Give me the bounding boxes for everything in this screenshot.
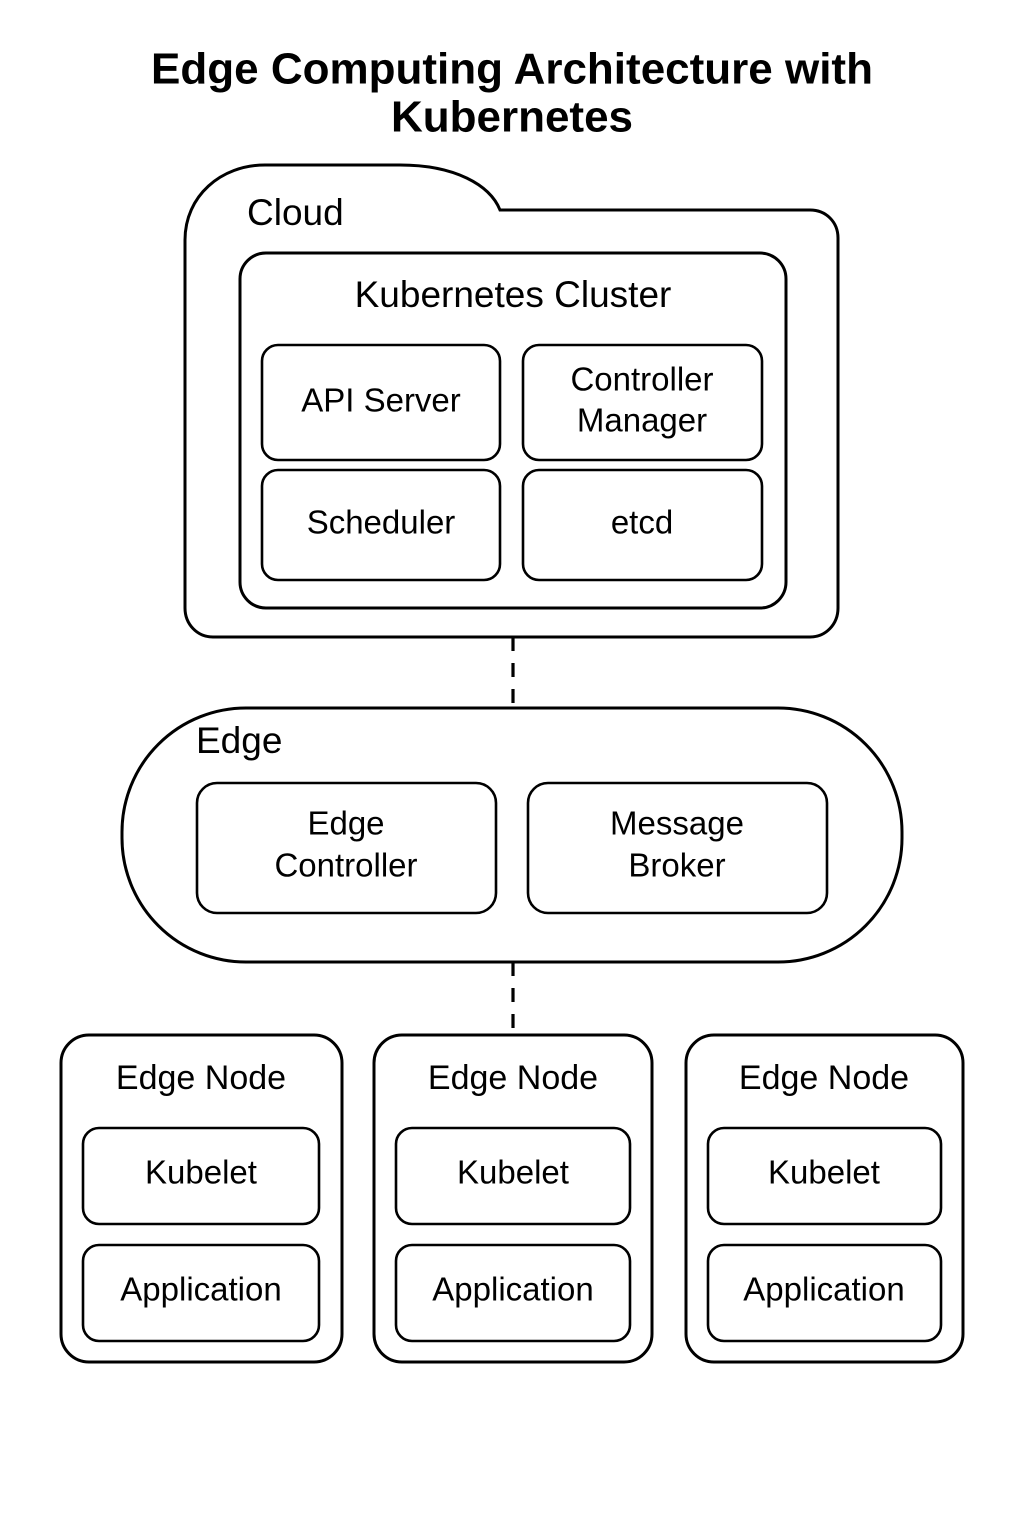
api-server-label: API Server [301,382,461,419]
edge-node-1-kubelet-label: Kubelet [145,1154,257,1191]
edge-controller-label-line1: Edge [307,805,384,842]
etcd-label: etcd [611,504,673,541]
edge-node-3-label: Edge Node [739,1059,909,1097]
controller-manager-box [521,343,764,462]
edge-node-3-component-kubelet[interactable]: Kubelet [706,1126,943,1226]
controller-manager-label-line1: Controller [570,361,713,398]
edge-node-1-application-label: Application [120,1271,281,1308]
edge-node-2-kubelet-box [394,1126,632,1226]
edge-node-3-component-application[interactable]: Application [706,1243,943,1343]
scheduler-box [260,468,502,582]
edge-node-2-label: Edge Node [428,1059,598,1097]
controller-manager-label-line2: Manager [577,402,707,439]
edge-node-2-application-label: Application [432,1271,593,1308]
edge-node-2[interactable]: Edge Node Kubelet Application [372,1033,654,1364]
edge-node-1-label: Edge Node [116,1059,286,1097]
message-broker-box [526,781,829,915]
edge-node-3-kubelet-box [706,1126,943,1226]
edge-label: Edge [196,720,282,761]
edge-node-1-component-kubelet[interactable]: Kubelet [81,1126,321,1226]
cloud-group[interactable]: Cloud Kubernetes Cluster API Server Cont… [183,163,840,639]
kubernetes-cluster-label: Kubernetes Cluster [355,274,672,315]
edge-node-2-component-application[interactable]: Application [394,1243,632,1343]
edge-node-1-kubelet-box [81,1126,321,1226]
edge-node-1-application-box [81,1243,321,1343]
edge-node-1[interactable]: Edge Node Kubelet Application [59,1033,344,1364]
component-controller-manager[interactable]: Controller Manager [521,343,764,462]
component-api-server[interactable]: API Server [260,343,502,462]
message-broker-label-line2: Broker [628,847,725,884]
kubernetes-cluster-group[interactable]: Kubernetes Cluster API Server Controller… [238,251,788,610]
edge-node-2-application-box [394,1243,632,1343]
edge-node-2-component-kubelet[interactable]: Kubelet [394,1126,632,1226]
component-edge-controller[interactable]: Edge Controller [195,781,498,915]
cloud-label: Cloud [247,192,344,233]
scheduler-label: Scheduler [307,504,456,541]
page-title-line1: Edge Computing Architecture with [151,45,873,94]
component-scheduler[interactable]: Scheduler [260,468,502,582]
component-message-broker[interactable]: Message Broker [526,781,829,915]
etcd-box [521,468,764,582]
edge-controller-box [195,781,498,915]
edge-node-1-component-application[interactable]: Application [81,1243,321,1343]
edge-node-3[interactable]: Edge Node Kubelet Application [684,1033,965,1364]
edge-node-2-kubelet-label: Kubelet [457,1154,569,1191]
edge-group[interactable]: Edge Edge Controller Message Broker [120,706,904,964]
api-server-box [260,343,502,462]
edge-node-3-kubelet-label: Kubelet [768,1154,880,1191]
component-etcd[interactable]: etcd [521,468,764,582]
edge-node-3-application-box [706,1243,943,1343]
edge-node-3-application-label: Application [743,1271,904,1308]
edge-controller-label-line2: Controller [274,847,417,884]
page-title-line2: Kubernetes [391,93,633,142]
message-broker-label-line1: Message [610,805,744,842]
